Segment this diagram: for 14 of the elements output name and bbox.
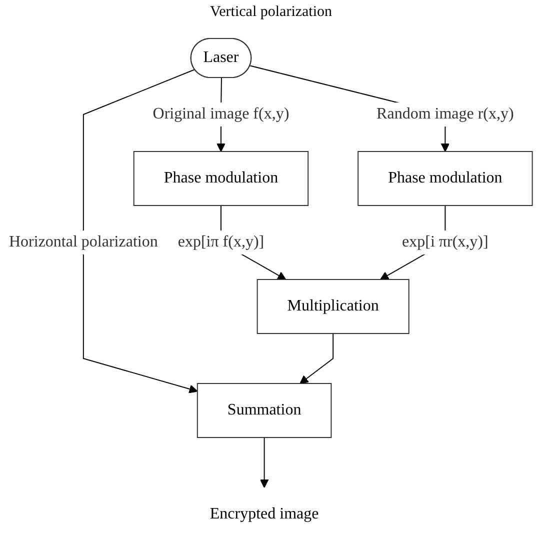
arrow: [260, 437, 270, 488]
annotation-text: Vertical polarization: [210, 4, 332, 21]
edge-label: Horizontal polarization: [9, 234, 158, 250]
node-text: Encrypted image: [210, 505, 320, 522]
node-box: Summation: [197, 383, 332, 438]
arrow: [300, 333, 334, 384]
edge-label: exp[i πr(x,y)]: [402, 234, 489, 250]
node-box: Phase modulation: [358, 151, 534, 206]
edge-label: Original image f(x,y): [153, 106, 290, 122]
node-box: Multiplication: [257, 279, 410, 334]
arrow: [83, 69, 198, 394]
edge-label: Random image r(x,y): [376, 106, 514, 122]
edge-label: exp[iπ f(x,y)]: [178, 234, 264, 250]
node-box: Phase modulation: [134, 151, 309, 206]
